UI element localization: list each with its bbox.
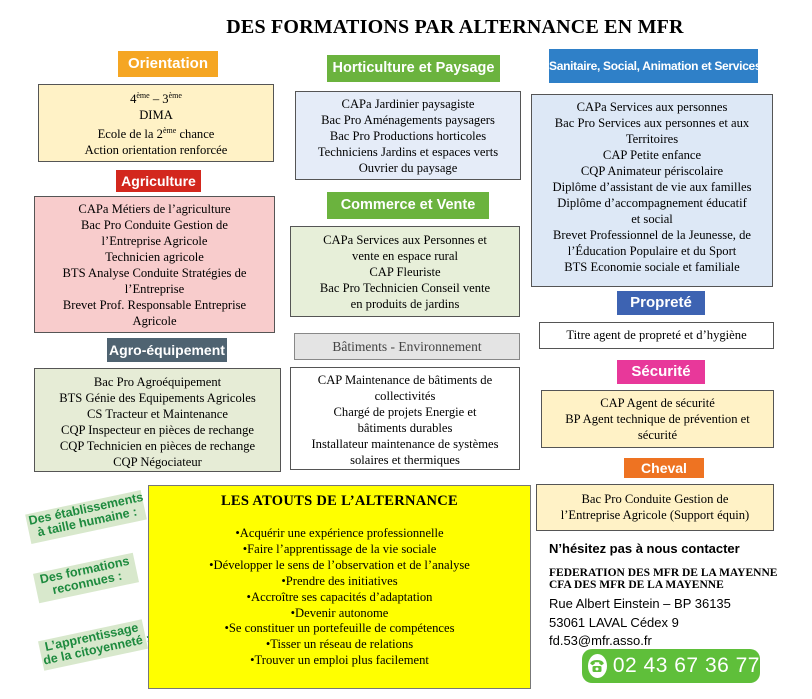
telephone-icon xyxy=(588,654,607,678)
batiments-header: Bâtiments - Environnement xyxy=(294,333,520,360)
agro-item: CS Tracteur et Maintenance xyxy=(87,407,228,421)
side-label-citoyennete: L’apprentissage de la citoyenneté : xyxy=(41,620,152,668)
sanitaire-item: CAP Petite enfance xyxy=(602,148,702,162)
agro-item: BTS Génie des Equipements Agricoles xyxy=(59,391,256,405)
side-label-etablissements: Des établissements à taille humaine : xyxy=(27,489,145,540)
atouts-item: Trouver un emploi plus facilement xyxy=(149,653,530,669)
atouts-item: Se constituer un portefeuille de compéte… xyxy=(149,621,530,637)
horticulture-item: Ouvrier du paysage xyxy=(358,161,458,175)
cheval-item: Bac Pro Conduite Gestion de xyxy=(581,492,729,506)
sanitaire-box: CAPa Services aux personnes Bac Pro Serv… xyxy=(531,94,773,287)
page-title: DES FORMATIONS PAR ALTERNANCE EN MFR xyxy=(226,16,684,38)
commerce-item: vente en espace rural xyxy=(352,249,458,263)
horticulture-item: CAPa Jardinier paysagiste xyxy=(341,97,475,111)
cheval-header: Cheval xyxy=(624,458,704,478)
atouts-item: Prendre des initiatives xyxy=(149,574,530,590)
contact-phone[interactable]: 02 43 67 36 77 xyxy=(582,649,760,683)
batiments-item: collectivités xyxy=(374,389,436,403)
atouts-item: Tisser un réseau de relations xyxy=(149,637,530,653)
commerce-header: Commerce et Vente xyxy=(327,192,489,219)
securite-header: Sécurité xyxy=(617,360,705,384)
cheval-box: Bac Pro Conduite Gestion de l’Entreprise… xyxy=(536,484,774,531)
agro-item: CQP Technicien en pièces de rechange xyxy=(59,439,256,453)
contact-org: FEDERATION DES MFR DE LA MAYENNE CFA DES… xyxy=(549,567,777,591)
commerce-box: CAPa Services aux Personnes et vente en … xyxy=(290,226,520,317)
proprete-box: Titre agent de propreté et d’hygiène xyxy=(539,322,774,349)
sanitaire-item: Bac Pro Services aux personnes et aux xyxy=(554,116,750,130)
orientation-item: Action orientation renforcée xyxy=(84,143,228,158)
batiments-item: Chargé de projets Energie et xyxy=(333,405,477,419)
agriculture-item: Brevet Prof. Responsable Entreprise xyxy=(62,298,247,312)
securite-item: sécurité xyxy=(637,428,678,442)
batiments-item: Installateur maintenance de systèmes xyxy=(311,437,499,451)
sanitaire-item: Territoires xyxy=(625,132,679,146)
orientation-item: DIMA xyxy=(139,108,173,123)
agriculture-box: CAPa Métiers de l’agriculture Bac Pro Co… xyxy=(34,196,275,333)
atouts-item: Acquérir une expérience professionnelle xyxy=(149,526,530,542)
atouts-item: Faire l’apprentissage de la vie sociale xyxy=(149,542,530,558)
atouts-item: Développer le sens de l’observation et d… xyxy=(149,558,530,574)
agriculture-item: l’Entreprise Agricole xyxy=(101,234,208,248)
commerce-item: CAPa Services aux Personnes et xyxy=(323,233,487,247)
commerce-item: Bac Pro Technicien Conseil vente xyxy=(319,281,491,295)
sanitaire-item: et social xyxy=(631,212,673,226)
batiments-box: CAP Maintenance de bâtiments de collecti… xyxy=(290,367,520,470)
horticulture-item: Techniciens Jardins et espaces verts xyxy=(317,145,499,159)
securite-box: CAP Agent de sécurité BP Agent technique… xyxy=(541,390,774,448)
phone-number: 02 43 67 36 77 xyxy=(612,654,760,677)
agriculture-item: CAPa Métiers de l’agriculture xyxy=(78,202,231,216)
proprete-header: Propreté xyxy=(617,291,705,315)
horticulture-item: Bac Pro Productions horticoles xyxy=(329,129,487,143)
agro-box: Bac Pro Agroéquipement BTS Génie des Equ… xyxy=(34,368,281,472)
sanitaire-item: l’Éducation Populaire et du Sport xyxy=(567,244,737,258)
orientation-line-ecole: Ecole de la 2ème chance xyxy=(97,126,215,142)
sanitaire-item: CAPa Services aux personnes xyxy=(576,100,728,114)
batiments-item: CAP Maintenance de bâtiments de xyxy=(317,373,493,387)
horticulture-header: Horticulture et Paysage xyxy=(327,55,500,82)
agriculture-item: BTS Analyse Conduite Stratégies de xyxy=(62,266,247,280)
securite-item: CAP Agent de sécurité xyxy=(600,396,715,410)
proprete-item: Titre agent de propreté et d’hygiène xyxy=(566,328,747,342)
sanitaire-item: Diplôme d’accompagnement éducatif xyxy=(557,196,747,210)
agriculture-item: Technicien agricole xyxy=(105,250,204,264)
batiments-item: solaires et thermiques xyxy=(350,453,460,467)
atouts-item: Accroître ses capacités d’adaptation xyxy=(149,590,530,606)
contact-label: N’hésitez pas à nous contacter xyxy=(549,541,740,556)
contact-org-cfa: CFA DES MFR DE LA MAYENNE xyxy=(549,579,724,591)
horticulture-box: CAPa Jardinier paysagiste Bac Pro Aménag… xyxy=(295,91,521,180)
contact-address: Rue Albert Einstein – BP 36135 xyxy=(549,596,731,611)
sanitaire-header: Sanitaire, Social, Animation et Services xyxy=(549,49,762,83)
sanitaire-item: CQP Animateur périscolaire xyxy=(580,164,724,178)
contact-org-federation: FEDERATION DES MFR DE LA MAYENNE xyxy=(549,567,778,579)
securite-item: BP Agent technique de prévention et xyxy=(565,412,750,426)
atouts-header: LES ATOUTS DE L’ALTERNANCE xyxy=(220,493,459,509)
sanitaire-item: Diplôme d’assistant de vie aux familles xyxy=(552,180,752,194)
cheval-item: l’Entreprise Agricole (Support équin) xyxy=(560,508,750,522)
sanitaire-item: Brevet Professionnel de la Jeunesse, de xyxy=(553,228,751,242)
orientation-header: Orientation xyxy=(118,51,218,77)
sanitaire-item: BTS Economie sociale et familiale xyxy=(564,260,740,274)
agriculture-item: Bac Pro Conduite Gestion de xyxy=(81,218,228,232)
agro-item: Bac Pro Agroéquipement xyxy=(93,375,222,389)
agro-item: CQP Inspecteur en pièces de rechange xyxy=(61,423,254,437)
agriculture-item: l’Entreprise xyxy=(124,282,185,296)
agro-item: CQP Négociateur xyxy=(113,455,202,469)
agriculture-header: Agriculture xyxy=(116,170,201,192)
horticulture-item: Bac Pro Aménagements paysagers xyxy=(321,113,495,127)
contact-city: 53061 LAVAL Cédex 9 xyxy=(549,615,679,630)
orientation-line-grades: 4ème – 3ème xyxy=(130,91,182,107)
atouts-box: LES ATOUTS DE L’ALTERNANCE Acquérir une … xyxy=(148,485,531,689)
commerce-item: en produits de jardins xyxy=(350,297,460,311)
commerce-item: CAP Fleuriste xyxy=(369,265,441,279)
batiments-item: bâtiments durables xyxy=(357,421,453,435)
atouts-item: Devenir autonome xyxy=(149,606,530,622)
agriculture-item: Agricole xyxy=(132,314,177,328)
orientation-box: 4ème – 3ème DIMA Ecole de la 2ème chance… xyxy=(38,84,274,162)
contact-email[interactable]: fd.53@mfr.asso.fr xyxy=(549,633,652,648)
agro-header: Agro-équipement xyxy=(107,338,227,362)
